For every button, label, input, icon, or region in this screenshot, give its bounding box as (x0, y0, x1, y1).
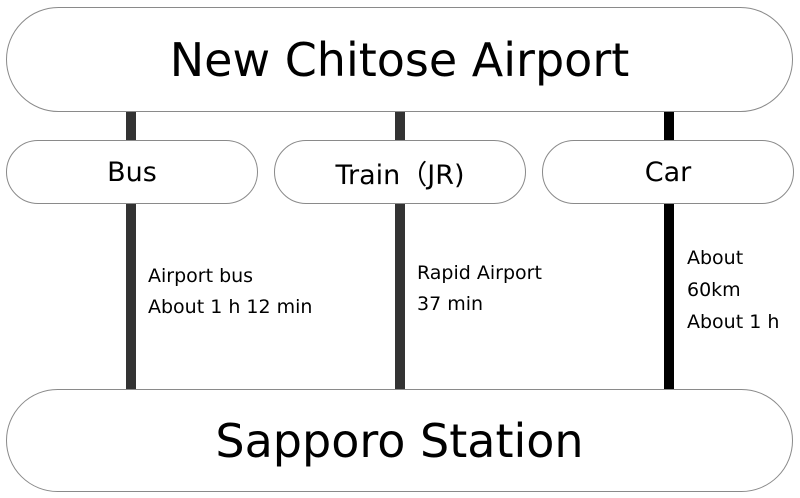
train-route-line (395, 110, 405, 390)
mode-train-box: Train（JR) (274, 140, 526, 204)
bus-route-time: About 1 h 12 min (148, 296, 313, 318)
train-route-detail: Rapid Airport (417, 262, 542, 284)
origin-box: New Chitose Airport (6, 7, 793, 112)
car-route-line (664, 110, 674, 390)
car-route-info: About 60km About 1 h (687, 242, 779, 338)
destination-label: Sapporo Station (215, 413, 584, 468)
mode-bus-box: Bus (6, 140, 258, 204)
mode-train-label: Train（JR) (335, 159, 465, 191)
bus-route-info: Airport bus About 1 h 12 min (148, 261, 312, 323)
mode-bus-label: Bus (107, 156, 157, 188)
car-route-detail-prefix: About (687, 247, 744, 269)
destination-box: Sapporo Station (6, 389, 793, 492)
car-route-time: About 1 h (687, 311, 780, 333)
mode-car-box: Car (542, 140, 794, 204)
mode-car-label: Car (644, 156, 692, 188)
bus-route-line (126, 110, 136, 390)
train-route-time: 37 min (417, 293, 484, 315)
origin-label: New Chitose Airport (169, 32, 630, 87)
bus-route-detail: Airport bus (148, 265, 254, 287)
car-route-distance: 60km (687, 279, 741, 301)
train-route-info: Rapid Airport 37 min (417, 258, 542, 320)
